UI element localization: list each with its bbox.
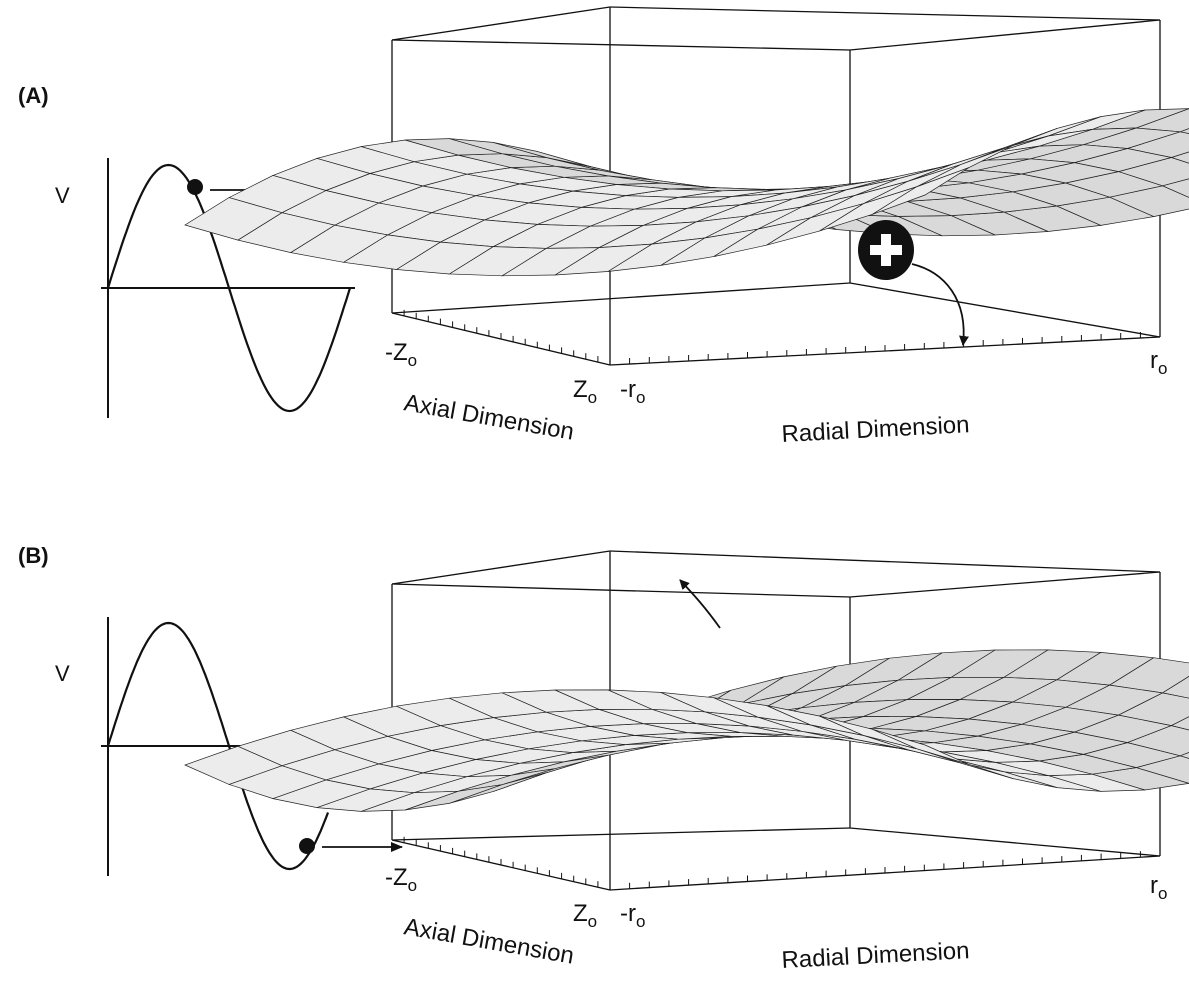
panel-a-ion-trajectory-arrow (911, 263, 969, 346)
panel-a-axis-ticks (403, 309, 1141, 364)
panel-b-label: (B) (18, 543, 49, 568)
panel-a-waveform: V (55, 158, 383, 418)
panel-b-radial-pos-tick: ro (1150, 872, 1167, 903)
panel-a-voltage-label: V (55, 183, 70, 208)
panel-b-axial-neg-tick: -Zo (385, 864, 417, 895)
panel-a: (A) V (18, 6, 1189, 448)
panel-a-axial-pos-tick: Zo (573, 376, 597, 407)
panel-b-ion-trajectory-arrow (679, 579, 721, 629)
panel-b-axial-pos-tick: Zo (573, 900, 597, 931)
panel-a-radial-neg-tick: -ro (620, 376, 645, 407)
panel-b-phase-marker (299, 838, 315, 854)
panel-b-axial-title: Axial Dimension (402, 913, 576, 969)
panel-b-sine-curve (106, 621, 330, 871)
panel-b-radial-title: Radial Dimension (781, 937, 970, 974)
panel-b: (B) V -Zo (18, 543, 1189, 974)
panel-b-radial-neg-tick: -ro (620, 900, 645, 931)
panel-a-axial-title: Axial Dimension (402, 389, 576, 445)
panel-b-axis-ticks (403, 836, 1141, 889)
panel-a-radial-pos-tick: ro (1150, 347, 1167, 378)
panel-b-waveform: V (55, 617, 403, 876)
panel-a-phase-marker (187, 179, 203, 195)
surface-mesh-cell (184, 745, 283, 785)
panel-a-label: (A) (18, 83, 49, 108)
panel-a-ion (858, 220, 969, 346)
panel-b-voltage-label: V (55, 661, 70, 686)
panel-a-radial-title: Radial Dimension (781, 411, 970, 448)
surface-mesh-cell (1179, 751, 1189, 759)
panel-a-sine-curve (106, 163, 352, 413)
panel-b-saddle-surface (184, 649, 1189, 812)
panel-a-saddle-surface (184, 108, 1189, 277)
surface-mesh-cell (1178, 128, 1189, 134)
panel-a-axial-neg-tick: -Zo (385, 339, 417, 370)
surface-mesh-cell (184, 197, 283, 241)
